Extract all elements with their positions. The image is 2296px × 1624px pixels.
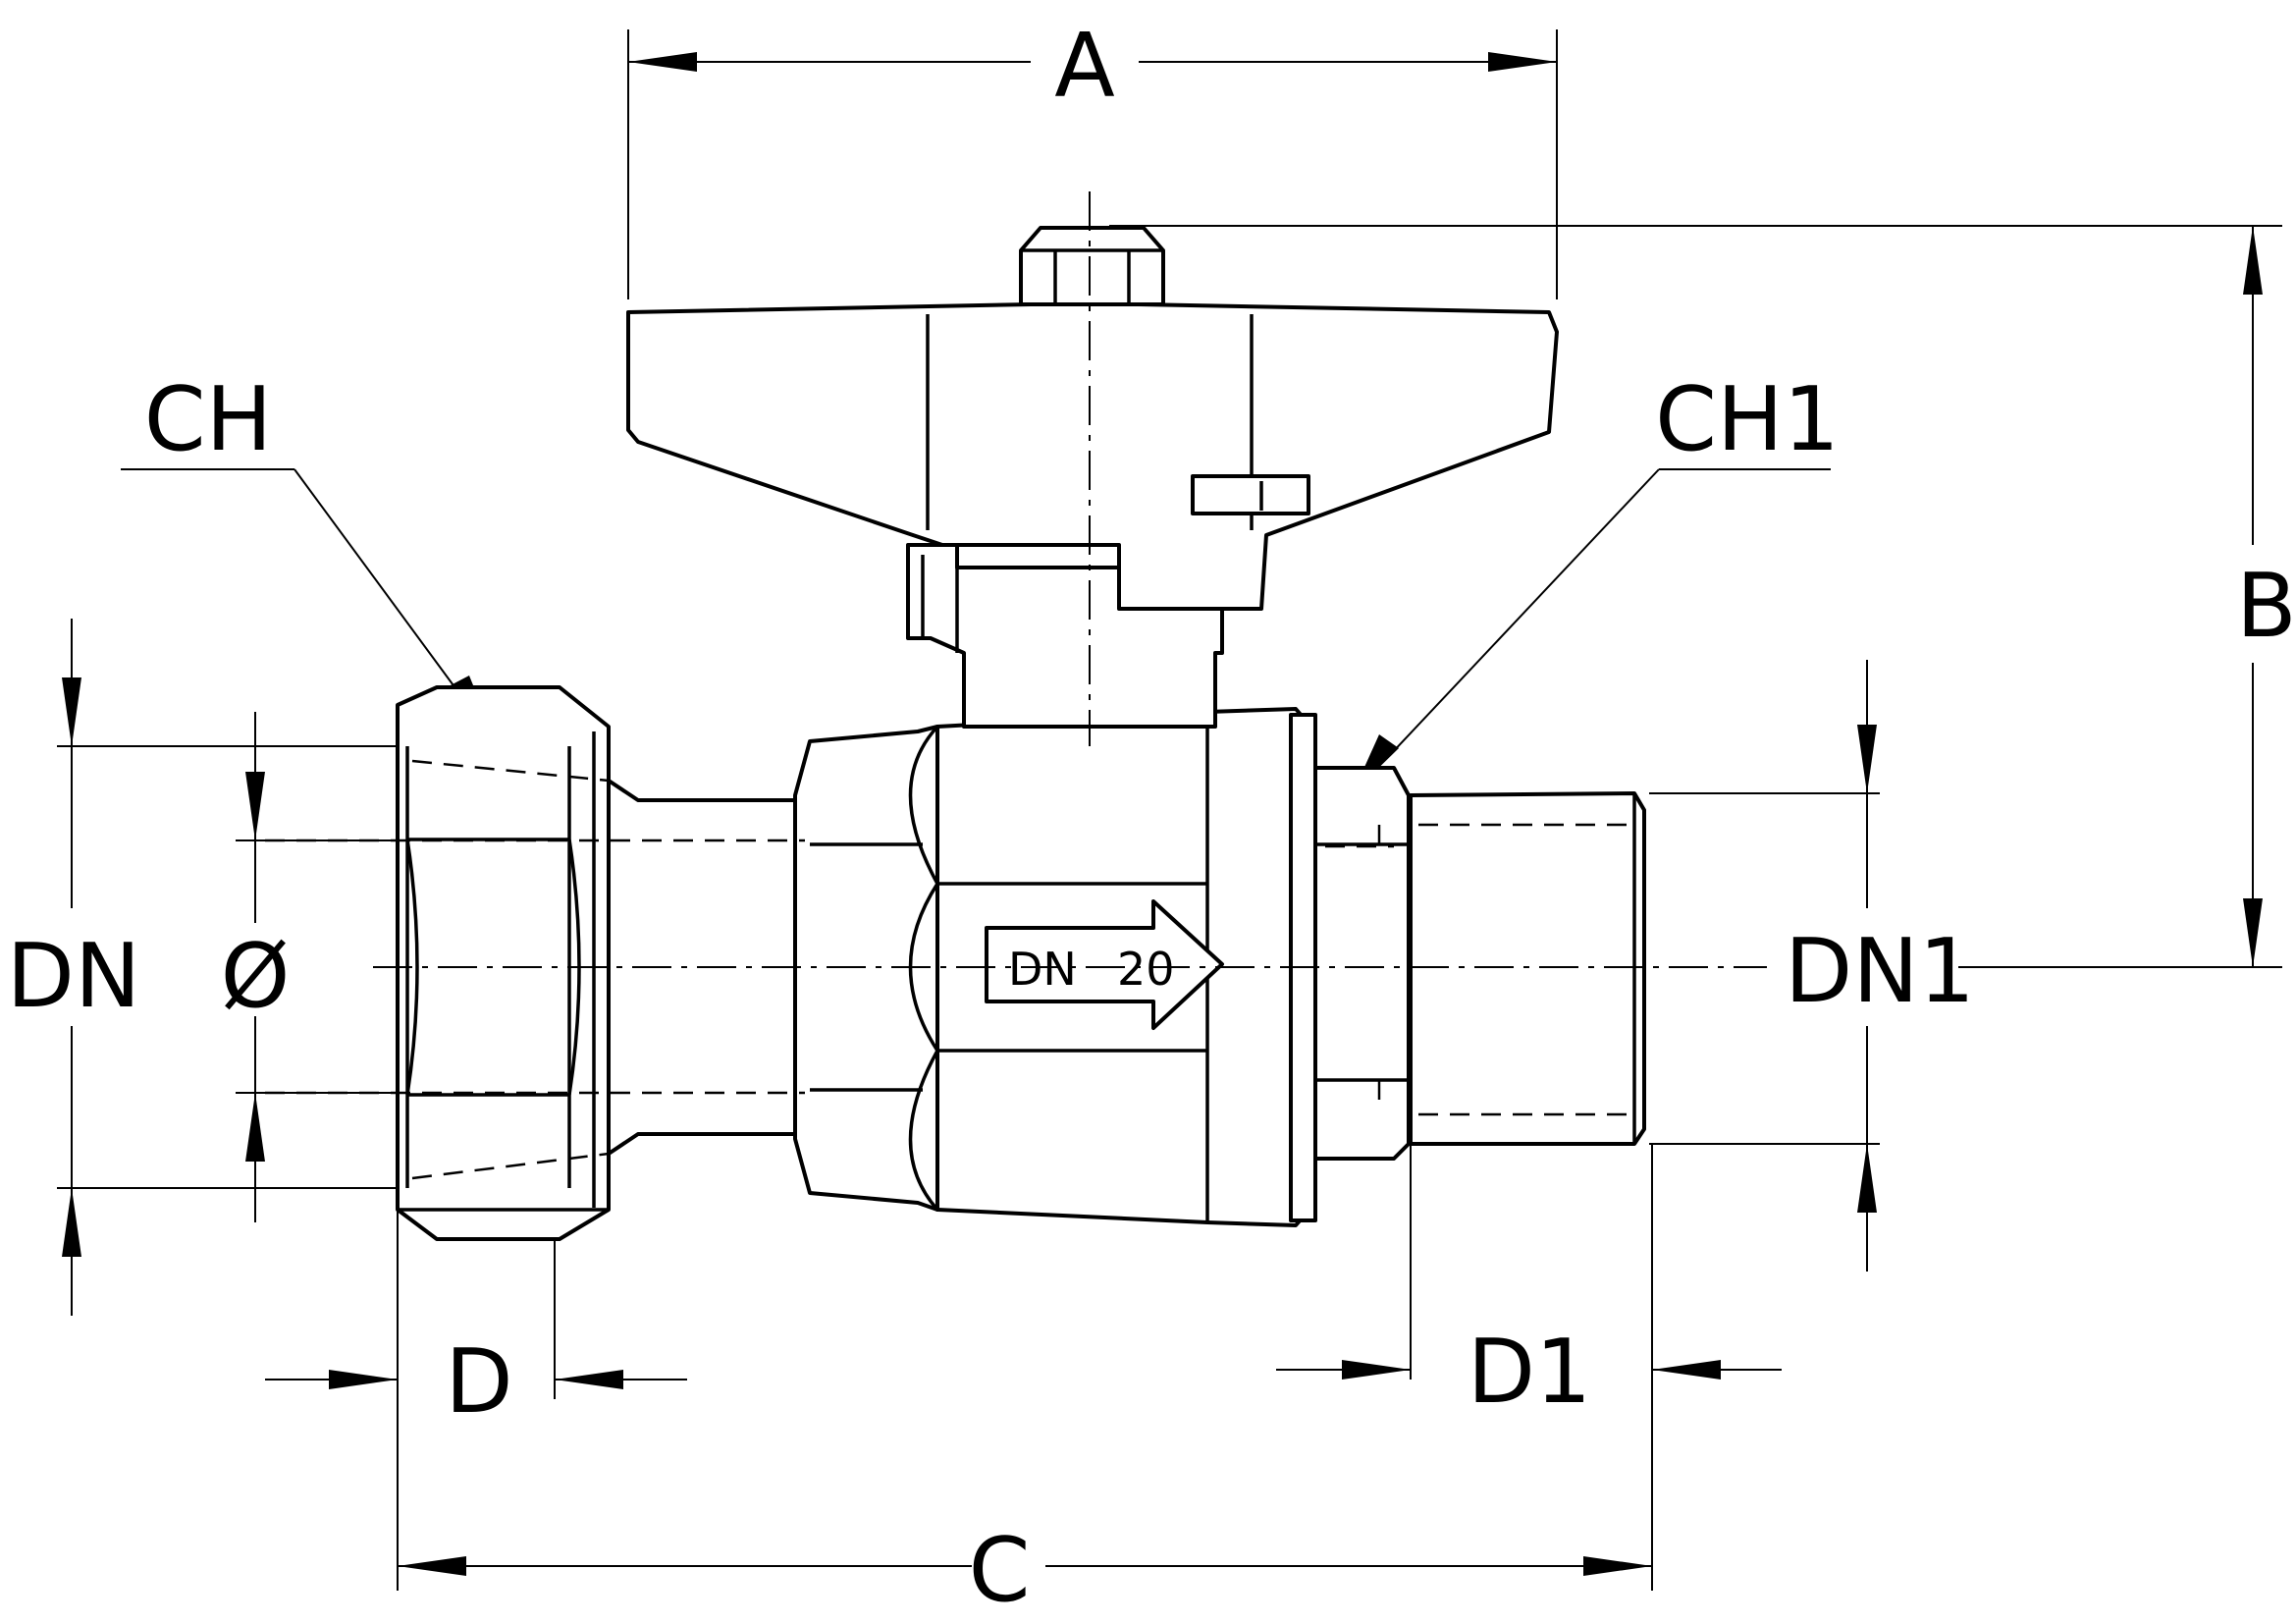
dimension-label-ch1: CH1 [1655,368,1840,471]
male-thread-end [1409,791,1646,1146]
butterfly-handle [626,302,1559,611]
center-lines [373,191,1767,968]
valve-drawing: DN 20 [265,191,1767,1241]
dimension-label-dn: DN [7,925,141,1028]
hidden-lines [265,759,1634,1180]
dimension-label-ch: CH [144,368,273,471]
dimension-label-d: D [445,1330,512,1434]
body-hex-right [1313,766,1411,1161]
body-marking-prefix: DN [1008,943,1077,996]
dimension-labels: A B C D D1 DN Ø DN1 CH CH1 [7,15,2296,1622]
dimension-label-dn1: DN1 [1785,920,1975,1023]
dimension-label-b: B [2236,555,2296,658]
flow-direction-arrow: DN 20 [985,899,1224,1030]
dimension-label-a: A [1054,15,1115,118]
dimension-label-d1: D1 [1468,1321,1592,1424]
dimension-label-diameter: Ø [221,925,291,1028]
dimension-lines [57,29,2282,1591]
body-hex-left [793,725,940,1212]
handle-nut [1019,226,1165,306]
union-hex-nut [396,685,611,1241]
dimension-label-c: C [969,1519,1031,1622]
body-marking-size: 20 [1117,943,1175,996]
